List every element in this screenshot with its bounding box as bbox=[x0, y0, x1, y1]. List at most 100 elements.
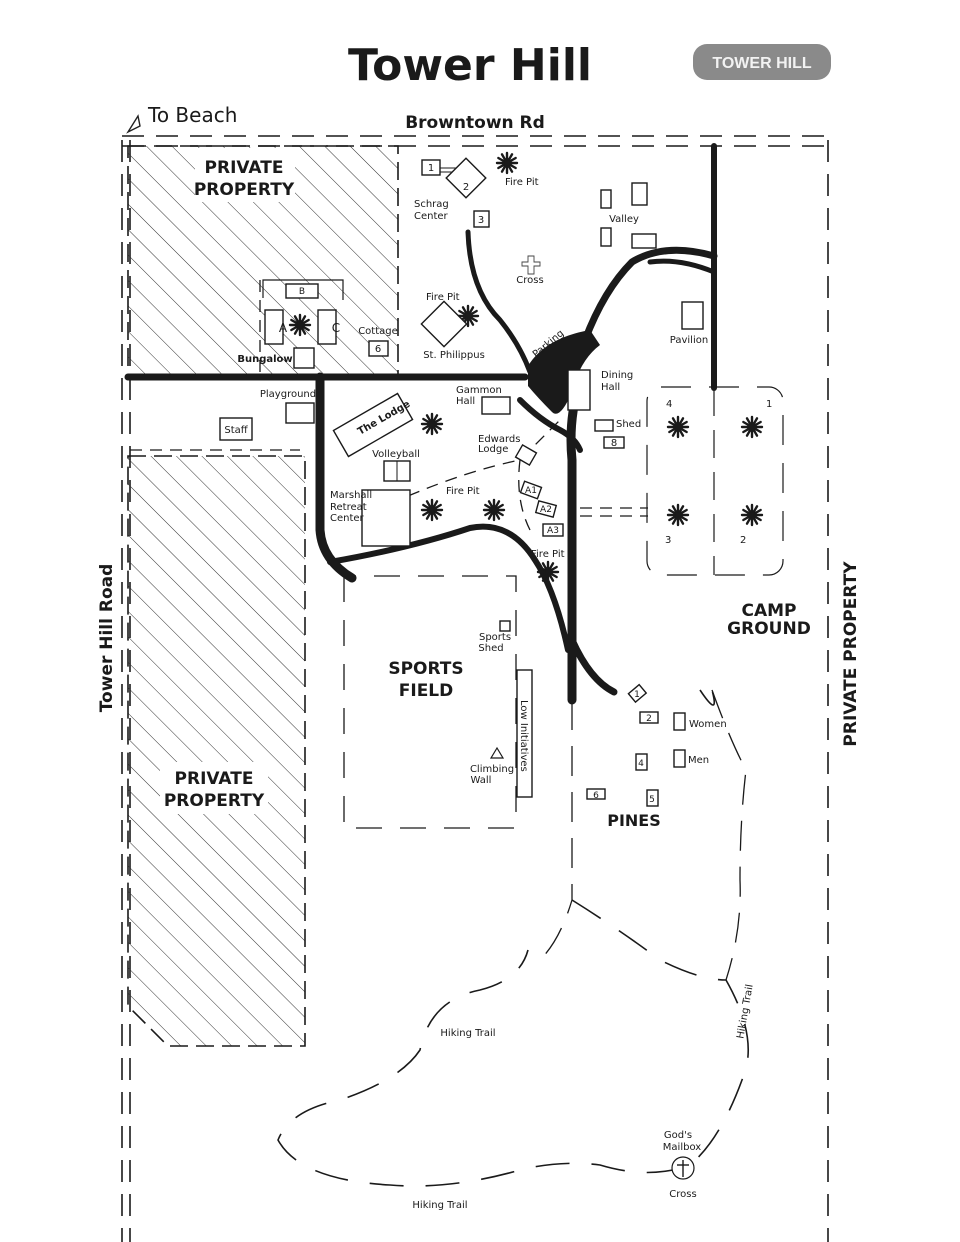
cottage-building bbox=[368, 340, 389, 357]
gammon-hall-label-2: Hall bbox=[456, 396, 475, 407]
valley-cabins bbox=[600, 182, 657, 249]
fire-pit-icon bbox=[666, 503, 690, 527]
dining-hall-building bbox=[567, 369, 591, 411]
shed-label: Shed bbox=[616, 419, 641, 430]
low-initiatives-course bbox=[516, 669, 533, 798]
dining-hall-label-1: Dining bbox=[601, 370, 633, 381]
campground-label-1: CAMP bbox=[741, 601, 796, 621]
fire-pit-icon bbox=[420, 412, 444, 436]
shed-building bbox=[594, 419, 614, 432]
svg-text:B: B bbox=[299, 287, 305, 297]
private-property-northwest: PRIVATE PROPERTY bbox=[127, 145, 399, 377]
svg-text:FIELD: FIELD bbox=[399, 681, 454, 701]
fire-pit-label-top: Fire Pit bbox=[505, 177, 539, 188]
svg-text:2: 2 bbox=[646, 714, 652, 724]
tower-hill-road-label: Tower Hill Road bbox=[97, 564, 117, 713]
gods-mailbox-label-2: Mailbox bbox=[663, 1142, 701, 1153]
the-lodge-building bbox=[332, 392, 414, 458]
fire-pit-icon bbox=[495, 151, 519, 175]
playground-area bbox=[285, 402, 315, 424]
campsite-2-number: 2 bbox=[740, 535, 746, 546]
playground-label: Playground bbox=[260, 389, 316, 400]
fire-pit-icon bbox=[666, 415, 690, 439]
dining-hall-label-2: Hall bbox=[601, 382, 620, 393]
marshall-label-1: Marshall bbox=[330, 490, 372, 501]
svg-text:PROPERTY: PROPERTY bbox=[164, 791, 265, 811]
cottage-label: Cottage bbox=[358, 326, 398, 337]
marshall-label-3: Center bbox=[330, 513, 365, 524]
cross-bottom-label: Cross bbox=[669, 1189, 696, 1200]
fire-pit-icon bbox=[420, 498, 444, 522]
hiking-trail-label-west: Hiking Trail bbox=[440, 1028, 495, 1039]
hiking-trail-label-east: Hiking Trail bbox=[735, 983, 755, 1039]
svg-text:SPORTS: SPORTS bbox=[388, 659, 463, 679]
fire-pit-label-mid: Fire Pit bbox=[446, 486, 480, 497]
campground-label-2: GROUND bbox=[727, 619, 811, 639]
fire-pit-label-stp: Fire Pit bbox=[426, 292, 460, 303]
sports-shed-building bbox=[499, 620, 511, 632]
low-initiatives-label: Low Initiatives bbox=[518, 700, 529, 772]
womens-restroom bbox=[673, 712, 686, 731]
svg-text:A2: A2 bbox=[540, 505, 552, 515]
st-philippus-building bbox=[420, 300, 468, 348]
men-label: Men bbox=[688, 755, 709, 766]
tower-hill-logo: TOWER HILL bbox=[693, 44, 831, 80]
schrag-center: 1 2 3 bbox=[421, 157, 490, 228]
svg-text:TOWER HILL: TOWER HILL bbox=[712, 55, 811, 72]
pines-boundary-east bbox=[711, 689, 747, 981]
schrag-label-1: Schrag bbox=[414, 199, 449, 210]
browntown-road-label: Browntown Rd bbox=[405, 113, 545, 133]
edwards-lodge-building bbox=[514, 443, 538, 467]
fire-pit-icon bbox=[740, 415, 764, 439]
marshall-retreat-center-building bbox=[361, 489, 411, 547]
svg-text:PROPERTY: PROPERTY bbox=[194, 180, 295, 200]
map-title: Tower Hill bbox=[348, 40, 592, 91]
gods-mailbox-label-1: God's bbox=[664, 1130, 692, 1141]
svg-text:PRIVATE: PRIVATE bbox=[175, 769, 254, 789]
climbing-wall-icon bbox=[489, 746, 505, 759]
fire-pit-icon bbox=[740, 503, 764, 527]
cross-top-label: Cross bbox=[516, 275, 543, 286]
fire-pit-icon bbox=[536, 560, 560, 584]
volleyball-label: Volleyball bbox=[372, 449, 420, 460]
private-property-east-label: PRIVATE PROPERTY bbox=[841, 561, 861, 747]
svg-text:1: 1 bbox=[634, 690, 640, 700]
bungalow-complex: B A C bbox=[262, 279, 344, 369]
campsite-1-number: 1 bbox=[766, 399, 772, 410]
staff-building bbox=[219, 417, 253, 441]
pavilion-label: Pavilion bbox=[670, 335, 708, 346]
cross-icon bbox=[671, 1156, 695, 1180]
st-philippus-label: St. Philippus bbox=[423, 350, 485, 361]
campground bbox=[646, 386, 784, 576]
bungalow-label: Bungalow bbox=[237, 354, 292, 365]
pavilion-building bbox=[681, 301, 704, 330]
a-sites: A1 A2 A3 bbox=[519, 480, 564, 537]
gammon-hall-label-1: Gammon bbox=[456, 385, 502, 396]
edwards-lodge-label-2: Lodge bbox=[478, 444, 508, 455]
svg-text:5: 5 bbox=[649, 795, 655, 805]
pines-sites: 1 2 4 5 6 bbox=[586, 683, 659, 807]
to-beach-arrow bbox=[126, 114, 141, 134]
to-beach-label: To Beach bbox=[147, 103, 237, 127]
svg-text:PRIVATE: PRIVATE bbox=[205, 158, 284, 178]
shed-8-building bbox=[603, 436, 625, 449]
valley-label: Valley bbox=[609, 214, 639, 225]
cross-icon bbox=[521, 255, 541, 275]
gammon-hall-building bbox=[481, 396, 511, 415]
sports-field: SPORTS FIELD bbox=[343, 575, 517, 829]
shed-number: 8 bbox=[611, 438, 617, 449]
cottage-number: 6 bbox=[375, 344, 381, 355]
marshall-label-2: Retreat bbox=[330, 502, 367, 513]
svg-text:A1: A1 bbox=[525, 486, 537, 496]
svg-text:C: C bbox=[332, 321, 340, 335]
svg-text:A: A bbox=[279, 321, 288, 335]
hiking-trail-label-south: Hiking Trail bbox=[412, 1200, 467, 1211]
pines-label: PINES bbox=[607, 811, 661, 830]
svg-text:1: 1 bbox=[428, 163, 434, 174]
edwards-lodge-label-1: Edwards bbox=[478, 434, 520, 445]
hiking-trail bbox=[277, 689, 750, 1187]
climbing-wall-label-2: Wall bbox=[471, 775, 492, 786]
footpaths bbox=[130, 280, 648, 531]
fire-pit-icon bbox=[482, 498, 506, 522]
